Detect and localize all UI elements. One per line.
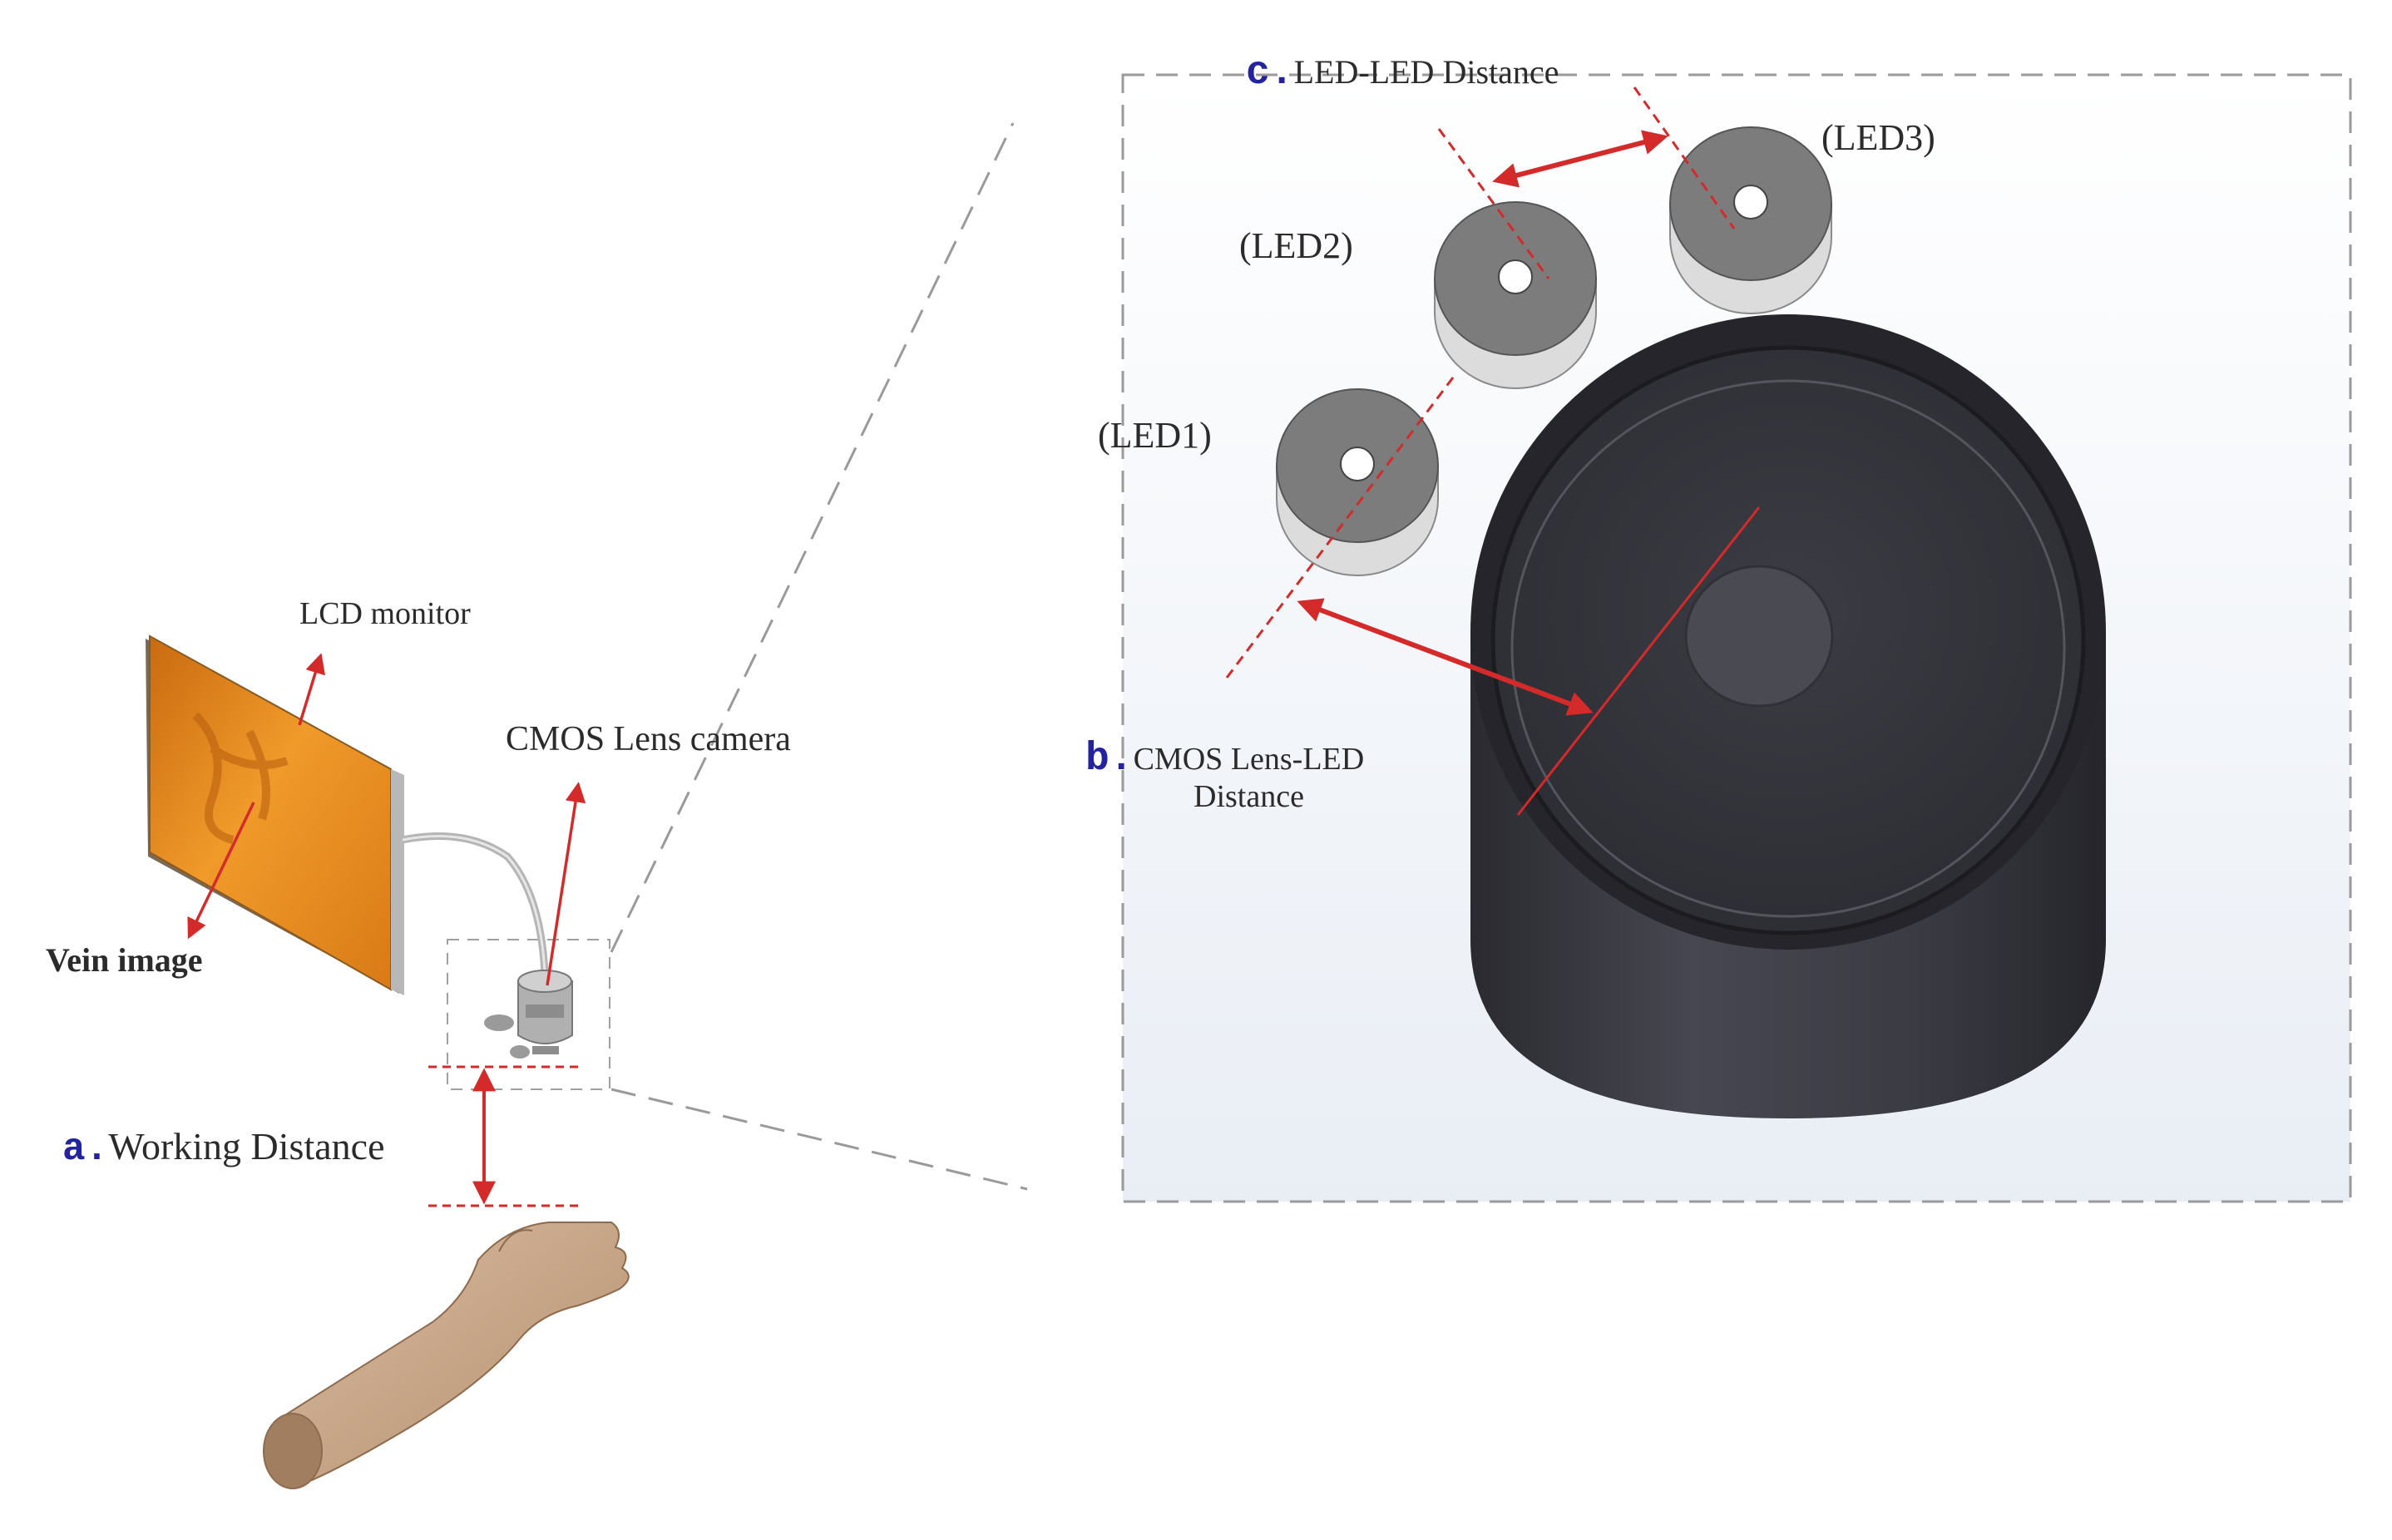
working-distance-label: a.Working Distance — [62, 1125, 384, 1171]
lens-ref-line — [1516, 506, 1761, 816]
led-led-distance-arrow — [1492, 130, 1668, 188]
led-led-ref-line-1 — [1437, 128, 1550, 279]
led1-ref-line — [1225, 373, 1457, 679]
vein-image-arrow — [187, 802, 255, 940]
cmos-lens-cylinder — [1470, 314, 2106, 1118]
led-led-ref-line-2 — [1633, 86, 1736, 230]
vein-image-label: Vein image — [46, 941, 203, 979]
vein-pattern — [192, 712, 289, 844]
cmos-camera — [484, 970, 573, 1059]
led2-hole — [1498, 259, 1533, 294]
led3-hole — [1733, 185, 1768, 220]
camera-highlight-box — [447, 939, 610, 1090]
led2-label: (LED2) — [1239, 225, 1353, 266]
led3-label: (LED3) — [1821, 117, 1935, 158]
lcd-monitor-arrow — [298, 653, 326, 726]
led1-disk — [1276, 388, 1439, 576]
cmos-led-distance-label-line2: Distance — [1194, 779, 1304, 814]
camera-arrow — [546, 782, 586, 986]
led3-disk — [1669, 126, 1832, 314]
monitor-cable — [402, 832, 549, 974]
zoom-guide-line-top — [610, 122, 1015, 953]
led2-disk — [1434, 201, 1597, 389]
lens-center — [1684, 565, 1834, 708]
cmos-camera-label: CMOS Lens camera — [506, 720, 791, 758]
led-led-distance-label: c.LED-LED Distance — [1246, 51, 1559, 96]
cmos-led-distance-label: b.CMOS Lens-LED — [1085, 737, 1364, 782]
zoom-guide-line-bottom — [610, 1088, 1028, 1191]
hand-arm — [263, 1222, 630, 1489]
lcd-monitor-label: LCD monitor — [299, 596, 471, 631]
cmos-led-distance-arrow — [1297, 598, 1594, 716]
lcd-monitor — [146, 634, 404, 995]
led1-hole — [1340, 447, 1375, 481]
led1-label: (LED1) — [1098, 415, 1212, 456]
